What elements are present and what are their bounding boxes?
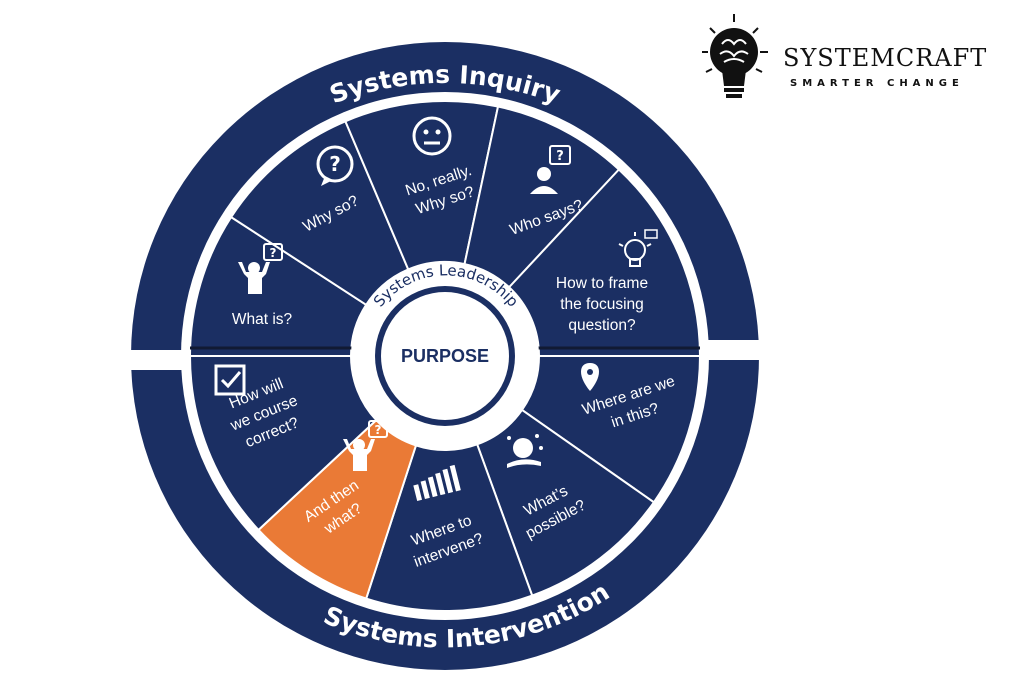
neutral-face-icon (412, 116, 452, 156)
speech-question-icon: ? (316, 145, 354, 186)
shrug-question-icon: ? (343, 420, 388, 471)
segment-label-line: question? (568, 317, 636, 334)
svg-text:?: ? (375, 423, 382, 437)
domino-hand-icon (413, 464, 461, 501)
map-pin-icon (581, 363, 599, 391)
segment-icons: ???? (214, 116, 658, 501)
shrug-question-icon: ? (238, 243, 283, 294)
ring-gap-left (120, 350, 200, 370)
svg-text:?: ? (556, 149, 564, 164)
lightbulb-idea-icon (618, 229, 658, 267)
brand-name: SYSTEMCRAFT (783, 44, 988, 72)
segment-label: What is? (232, 311, 293, 328)
ring-gap-right (690, 340, 770, 360)
segment-label: How to frame the focusing question? (556, 275, 648, 334)
center-label: PURPOSE (401, 346, 489, 366)
systemcraft-logo: SYSTEMCRAFT SMARTER CHANGE (688, 0, 1024, 118)
segment-label-line: What is? (232, 311, 293, 328)
checkbox-icon (214, 364, 246, 396)
wheel-segment (463, 105, 621, 289)
segment-label-line: How to frame (556, 275, 648, 292)
svg-text:?: ? (270, 246, 277, 260)
hand-globe-icon (507, 434, 543, 468)
brand-tagline: SMARTER CHANGE (790, 78, 964, 89)
center-circle-core (381, 292, 509, 420)
segment-label-line: the focusing (560, 296, 644, 313)
person-question-icon: ? (530, 145, 571, 194)
brain-lightbulb-icon (702, 14, 768, 98)
svg-text:?: ? (329, 152, 341, 176)
